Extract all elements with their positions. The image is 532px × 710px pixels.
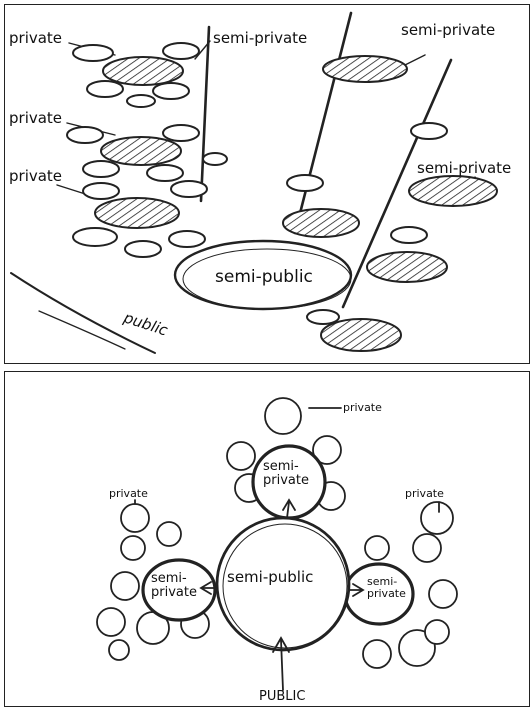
label-private: private: [109, 488, 148, 499]
label-semi-public: semi-public: [215, 269, 313, 286]
plan-sketch-drawing: [5, 372, 529, 706]
plan-sketch-panel: private private private semi- private se…: [4, 371, 530, 707]
label-semi-private: semi-private: [417, 161, 511, 176]
label-private: private: [343, 402, 382, 413]
label-semi-private: semi-private: [213, 31, 307, 46]
leader-line: [405, 55, 425, 65]
label-semi-private: semi-private: [401, 23, 495, 38]
label-semi-private: semi- private: [367, 576, 406, 599]
label-private: private: [9, 111, 62, 126]
perspective-sketch-drawing: [5, 5, 529, 363]
label-public: PUBLIC: [259, 690, 305, 703]
label-private: private: [9, 169, 62, 184]
label-semi-private: semi- private: [263, 460, 309, 487]
label-private: private: [9, 31, 62, 46]
label-semi-private: semi- private: [151, 572, 197, 599]
pole-line: [201, 27, 209, 201]
label-private: private: [405, 488, 444, 499]
perspective-sketch-panel: private private private semi-private sem…: [4, 4, 530, 364]
label-semi-public: semi-public: [227, 570, 313, 585]
